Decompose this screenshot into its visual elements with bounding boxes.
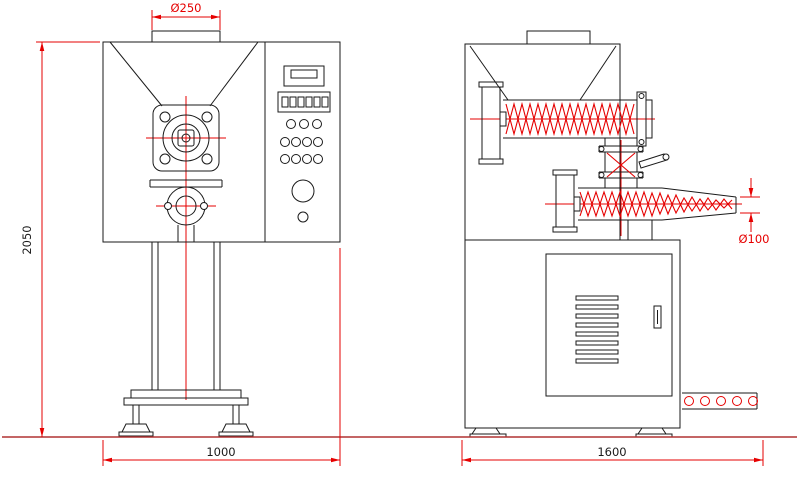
side-inlet-collar — [526, 30, 591, 45]
dim-label-side-width: 1600 — [597, 445, 626, 459]
spout-screw-spiral — [579, 190, 733, 218]
stand-columns — [151, 242, 221, 390]
side-view — [464, 30, 758, 438]
outlet-flange — [149, 179, 223, 242]
machine-body — [102, 41, 341, 243]
lower-pulley — [552, 169, 581, 233]
dimension-side-width: 1600 — [461, 440, 764, 466]
keypad — [277, 91, 331, 113]
bag-platform — [123, 389, 249, 424]
louver-vents — [575, 295, 619, 364]
cabinet — [464, 239, 681, 429]
valve-assembly — [598, 138, 670, 188]
cabinet-door — [545, 253, 673, 397]
control-knob — [291, 179, 315, 203]
discharge-spout — [578, 187, 737, 240]
dimension-outlet-diameter: Ø100 — [738, 178, 770, 246]
dim-label-outlet: Ø100 — [738, 232, 769, 246]
indicator-lamp — [297, 211, 309, 223]
display-screen — [283, 65, 325, 87]
roller-bracket — [682, 392, 758, 410]
front-view — [102, 30, 341, 437]
feeder-flange — [152, 104, 220, 172]
control-panel — [277, 65, 331, 223]
upper-screw-spiral — [505, 101, 635, 137]
front-feet — [118, 423, 254, 437]
dim-label-height: 2050 — [20, 225, 34, 254]
valve-flow-marks — [606, 152, 636, 178]
side-upper-housing — [464, 43, 621, 241]
dim-label-inlet: Ø250 — [170, 1, 201, 15]
upper-screw-tube — [503, 91, 653, 147]
inlet-collar — [151, 30, 221, 43]
upper-pulley — [478, 81, 507, 165]
dimension-overall-height: 2050 — [20, 41, 100, 437]
dimension-front-width: 1000 — [102, 248, 341, 466]
dimension-inlet-diameter: Ø250 — [151, 1, 221, 30]
door-handle — [653, 305, 662, 329]
side-feet — [469, 427, 673, 438]
panel-buttons — [280, 119, 323, 164]
dim-label-front-width: 1000 — [206, 445, 235, 459]
